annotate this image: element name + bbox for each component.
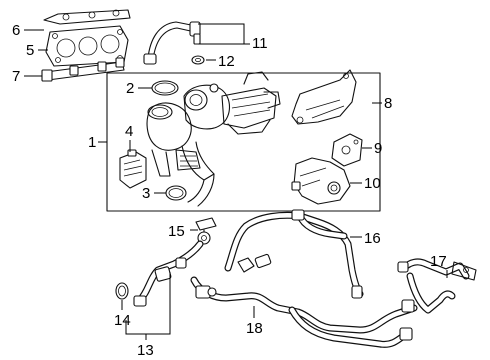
callout-8: 8 [384,95,392,112]
callout-18: 18 [246,320,263,337]
part-14-seal-ring[interactable] [115,282,129,300]
callout-11: 11 [252,35,268,52]
part-17-coolant-line[interactable] [397,258,477,314]
callout-2: 2 [126,80,134,97]
callout-13: 13 [137,342,154,359]
leader-lines [24,23,448,340]
callout-5: 5 [26,42,34,59]
part-3-ring[interactable] [165,185,187,201]
callout-9: 9 [374,140,382,157]
part-18-coolant-line[interactable] [190,276,418,348]
part-11-oil-feed-line[interactable] [143,21,201,65]
callout-7: 7 [12,68,20,85]
part-8-heat-shield[interactable] [291,69,357,125]
part-7-stud-rail[interactable] [41,57,125,82]
callout-10: 10 [364,175,381,192]
part-2-o-ring[interactable] [151,80,179,96]
part-16-coolant-line[interactable] [224,209,364,299]
part-6-gasket-strip[interactable] [43,9,131,25]
callout-6: 6 [12,22,20,39]
callout-14: 14 [114,312,131,329]
part-10-support-bracket[interactable] [291,157,351,205]
turbocharger-body[interactable] [146,71,281,207]
part-4-sensor-bracket[interactable] [119,149,147,189]
callout-17: 17 [430,253,447,270]
part-9-bracket[interactable] [331,133,363,167]
callout-16: 16 [364,230,381,247]
part-13-oil-return-line[interactable] [133,240,204,307]
callout-15: 15 [168,223,185,240]
callout-labels: 6 5 7 1 2 4 3 8 9 10 11 12 15 16 17 18 1… [12,22,447,359]
part-15-banjo-fitting[interactable] [195,217,217,245]
callout-4: 4 [125,123,133,140]
part-12-washer[interactable] [191,55,205,65]
callout-3: 3 [142,185,150,202]
callout-1: 1 [88,134,96,151]
callout-12: 12 [218,53,235,70]
